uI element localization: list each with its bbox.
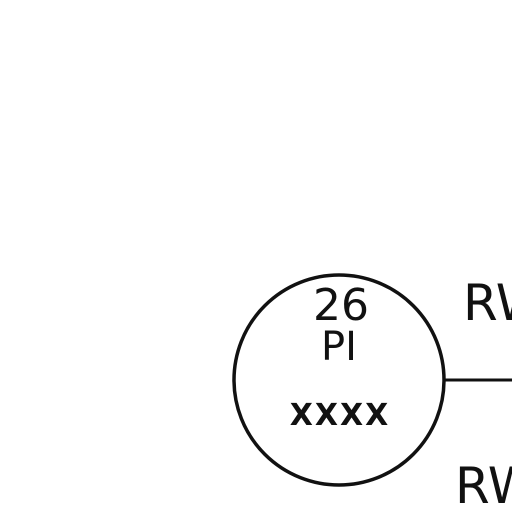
instrument-tag: XXXX: [290, 398, 391, 433]
instrument-code: PI: [321, 324, 357, 370]
instrument-number: 26: [313, 280, 369, 331]
line-label-upper: RW: [463, 274, 512, 332]
line-label-lower: RW: [455, 457, 512, 512]
